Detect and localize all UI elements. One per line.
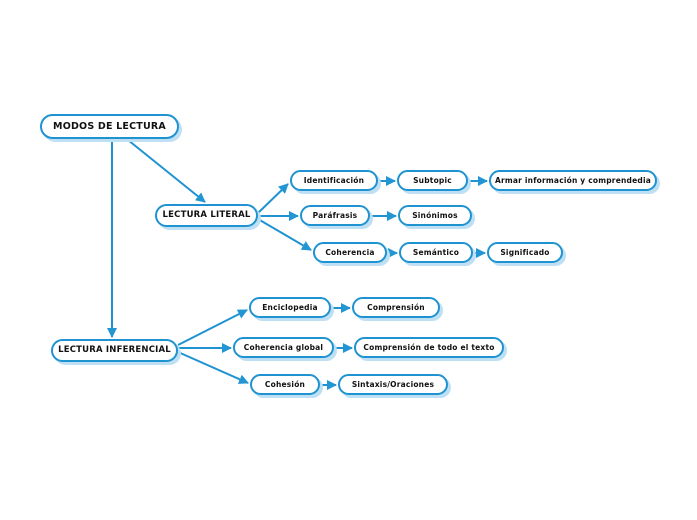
node-label-coherencia: Coherencia xyxy=(325,247,375,257)
node-label-inferencial: LECTURA INFERENCIAL xyxy=(58,345,171,356)
node-enciclopedia[interactable]: Enciclopedia xyxy=(249,297,331,318)
node-comprension[interactable]: Comprensión xyxy=(352,297,440,318)
node-parafrasis[interactable]: Paráfrasis xyxy=(300,205,370,226)
node-sinonimos[interactable]: Sinónimos xyxy=(398,205,472,226)
node-label-literal: LECTURA LITERAL xyxy=(162,210,251,221)
node-label-enciclopedia: Enciclopedia xyxy=(262,302,318,312)
node-label-sinonimos: Sinónimos xyxy=(412,210,458,220)
edge-literal-to-identificacion xyxy=(257,183,289,214)
node-label-identificacion: Identificación xyxy=(303,175,365,185)
edge-literal-to-coherencia xyxy=(257,218,312,251)
edge-inferencial-to-cohesion xyxy=(177,351,249,384)
edge-inferencial-to-enciclopedia xyxy=(177,309,248,346)
node-armar[interactable]: Armar información y comprendedia xyxy=(489,170,657,191)
node-subtopic[interactable]: Subtopic xyxy=(397,170,468,191)
node-label-armar: Armar información y comprendedia xyxy=(495,175,651,185)
node-label-root: MODOS DE LECTURA xyxy=(53,120,166,132)
node-identificacion[interactable]: Identificación xyxy=(290,170,378,191)
node-cohesion[interactable]: Cohesión xyxy=(250,374,320,395)
node-root[interactable]: MODOS DE LECTURA xyxy=(40,114,179,139)
node-label-sintaxis: Sintaxis/Oraciones xyxy=(351,379,435,389)
node-label-significado: Significado xyxy=(500,247,550,257)
node-label-semantico: Semántico xyxy=(412,247,460,257)
node-label-subtopic: Subtopic xyxy=(413,175,452,185)
node-literal[interactable]: LECTURA LITERAL xyxy=(155,204,258,227)
node-semantico[interactable]: Semántico xyxy=(399,242,473,263)
node-coherenciag[interactable]: Coherencia global xyxy=(233,337,334,358)
node-sintaxis[interactable]: Sintaxis/Oraciones xyxy=(338,374,448,395)
node-significado[interactable]: Significado xyxy=(487,242,563,263)
node-label-cohesion: Cohesión xyxy=(264,379,306,389)
node-label-comprension: Comprensión xyxy=(367,302,425,312)
connector-lines xyxy=(107,139,488,390)
node-inferencial[interactable]: LECTURA INFERENCIAL xyxy=(51,339,178,362)
node-label-comptexto: Comprensión de todo el texto xyxy=(363,342,495,352)
node-label-parafrasis: Paráfrasis xyxy=(312,210,358,220)
node-coherencia[interactable]: Coherencia xyxy=(313,242,387,263)
edge-root-to-literal xyxy=(127,139,206,203)
node-label-coherenciag: Coherencia global xyxy=(243,342,324,352)
node-comptexto[interactable]: Comprensión de todo el texto xyxy=(354,337,504,358)
